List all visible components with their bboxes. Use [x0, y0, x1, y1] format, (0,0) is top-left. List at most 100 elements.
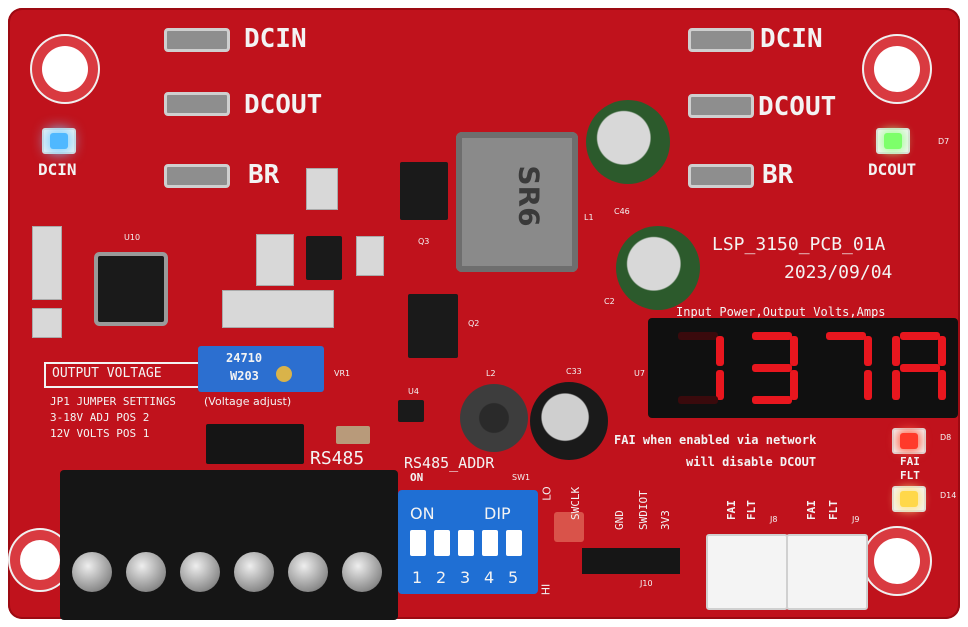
mounting-hole-bottom-right: [874, 538, 920, 584]
mounting-hole-bottom-left: [20, 540, 60, 580]
dip-number-1: 1: [412, 568, 423, 587]
label-q3: Q3: [418, 237, 430, 246]
label-j9: J9: [852, 515, 860, 524]
led-flt: [892, 486, 926, 512]
label-sw1: SW1: [512, 473, 531, 482]
mosfet-q3: [400, 162, 448, 220]
terminal-br-left: [164, 164, 230, 188]
terminal-dcout-left: [164, 92, 230, 116]
j8-fai: FAI: [725, 500, 738, 520]
mosfet-q2: [408, 294, 458, 358]
connector-j8[interactable]: [706, 534, 788, 610]
label-c33: C33: [566, 367, 582, 376]
trimmer-screw-icon: [276, 366, 292, 382]
label-q2: Q2: [468, 319, 480, 328]
ic-u4: [398, 400, 424, 422]
label-c46: C46: [614, 207, 630, 216]
trimmer-vr1[interactable]: 24710 W203: [198, 346, 324, 392]
label-u10: U10: [124, 233, 141, 242]
label-swclk: SWCLK: [569, 486, 582, 520]
label-d7: D7: [938, 137, 950, 146]
led-fai: [892, 428, 926, 454]
dip-switch-1[interactable]: [410, 530, 426, 556]
display-digit-1: [670, 332, 726, 404]
dip-on-label: ON: [410, 504, 435, 523]
label-vr1: VR1: [334, 369, 351, 378]
terminal-screw-3[interactable]: [180, 552, 220, 592]
label-fai: FAI: [900, 455, 920, 468]
dip-switch[interactable]: ON DIP 1 2 3 4 5: [398, 490, 538, 594]
terminal-dcout-right: [688, 94, 754, 118]
passive-c11-c12: [356, 236, 384, 276]
j9-flt: FLT: [827, 500, 840, 520]
label-l2: L2: [486, 369, 496, 378]
label-on: ON: [410, 471, 424, 484]
trimmer-code: 24710: [226, 351, 263, 365]
terminal-screw-5[interactable]: [288, 552, 328, 592]
dip-switch-3[interactable]: [458, 530, 474, 556]
resistor-rs485: [336, 426, 370, 444]
terminal-screw-1[interactable]: [72, 552, 112, 592]
board-name: LSP_3150_PCB_01A: [712, 234, 886, 255]
label-l1: L1: [584, 213, 594, 222]
dip-dip-label: DIP: [484, 504, 511, 523]
capacitor-c2: [616, 226, 700, 310]
label-u4: U4: [408, 387, 419, 396]
inductor-l2: [460, 384, 528, 452]
terminal-screw-2[interactable]: [126, 552, 166, 592]
dip-switch-5[interactable]: [506, 530, 522, 556]
label-dcin-right: DCIN: [760, 24, 823, 54]
capacitor-c33: [530, 382, 608, 460]
dip-number-3: 3: [460, 568, 471, 587]
label-gnd: GND: [613, 510, 626, 530]
fai-note-1: FAI when enabled via network: [614, 433, 817, 447]
dip-switch-4[interactable]: [482, 530, 498, 556]
microcontroller-u10: [98, 256, 164, 322]
terminal-screw-4[interactable]: [234, 552, 274, 592]
led-dcin: [42, 128, 76, 154]
label-j8: J8: [770, 515, 778, 524]
label-dcout-left: DCOUT: [244, 90, 323, 120]
terminal-br-right: [688, 164, 754, 188]
j9-fai: FAI: [805, 500, 818, 520]
seven-segment-display: [648, 318, 958, 418]
label-br-left: BR: [248, 160, 280, 190]
mounting-hole-top-left: [42, 46, 88, 92]
display-digit-2: [744, 332, 800, 404]
label-output-voltage: OUTPUT VOLTAGE: [52, 366, 162, 381]
terminal-dcin-right: [688, 28, 754, 52]
passive-c45: [32, 308, 62, 338]
label-u7: U7: [634, 369, 645, 378]
label-flt: FLT: [900, 469, 920, 482]
label-c2: C2: [604, 297, 615, 306]
swd-header[interactable]: [582, 548, 680, 574]
ic-u1: [306, 236, 342, 280]
screw-terminal-block: [60, 470, 398, 620]
inductor-mark: SR6: [512, 165, 546, 227]
dip-switch-2[interactable]: [434, 530, 450, 556]
led-dcout: [876, 128, 910, 154]
capacitor-c46: [586, 100, 670, 184]
jumper-jp1[interactable]: [206, 424, 304, 464]
label-j10: J10: [640, 579, 653, 588]
display-digit-3: [818, 332, 874, 404]
dip-number-2: 2: [436, 568, 447, 587]
fai-note-2: will disable DCOUT: [686, 455, 817, 469]
label-hi: HI: [539, 583, 553, 596]
terminal-screw-6[interactable]: [342, 552, 382, 592]
label-swdio: SWDIOT: [637, 490, 650, 530]
j8-flt: FLT: [745, 500, 758, 520]
label-br-right: BR: [762, 160, 794, 190]
connector-j9[interactable]: [786, 534, 868, 610]
label-rs485-addr: RS485_ADDR: [404, 454, 495, 472]
dip-number-4: 4: [484, 568, 495, 587]
display-caption: Input Power,Output Volts,Amps: [676, 305, 886, 319]
label-dcout-right: DCOUT: [758, 92, 837, 122]
label-jumper-1: JP1 JUMPER SETTINGS: [50, 395, 176, 408]
label-lo: LO: [540, 486, 554, 501]
label-rs485: RS485: [310, 448, 365, 469]
label-led-dcin: DCIN: [38, 160, 77, 179]
label-3v3: 3V3: [659, 510, 672, 530]
label-d14: D14: [940, 491, 957, 500]
